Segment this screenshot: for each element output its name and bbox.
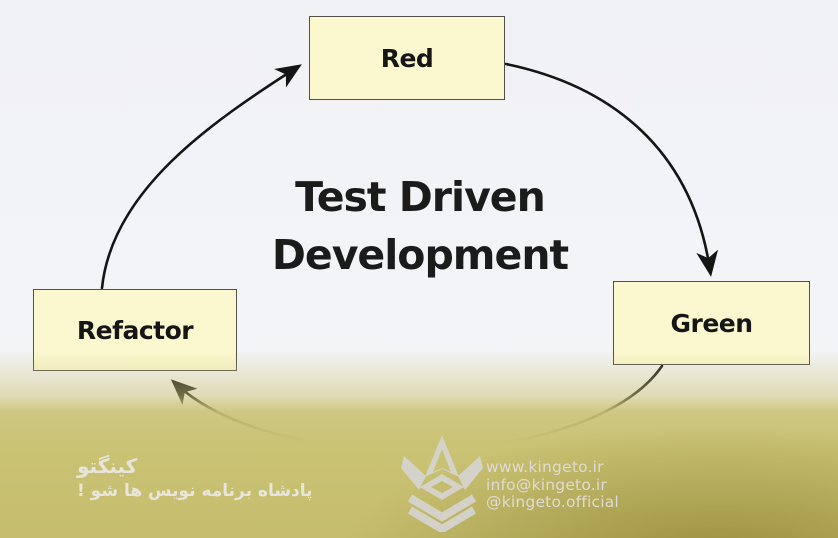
node-red: Red (309, 16, 505, 100)
title-line-1: Test Driven (295, 173, 546, 221)
node-green-label: Green (670, 308, 753, 338)
arrow-refactor-to-red (100, 64, 302, 290)
node-red-label: Red (380, 43, 434, 73)
arrow-green-to-refactor (170, 364, 664, 452)
diagram-title: Test Driven Development (170, 168, 670, 284)
arrow-red-to-green (504, 62, 719, 277)
node-refactor: Refactor (33, 289, 237, 371)
title-line-2: Development (271, 231, 569, 279)
node-refactor-label: Refactor (76, 315, 194, 345)
node-green: Green (613, 281, 810, 365)
